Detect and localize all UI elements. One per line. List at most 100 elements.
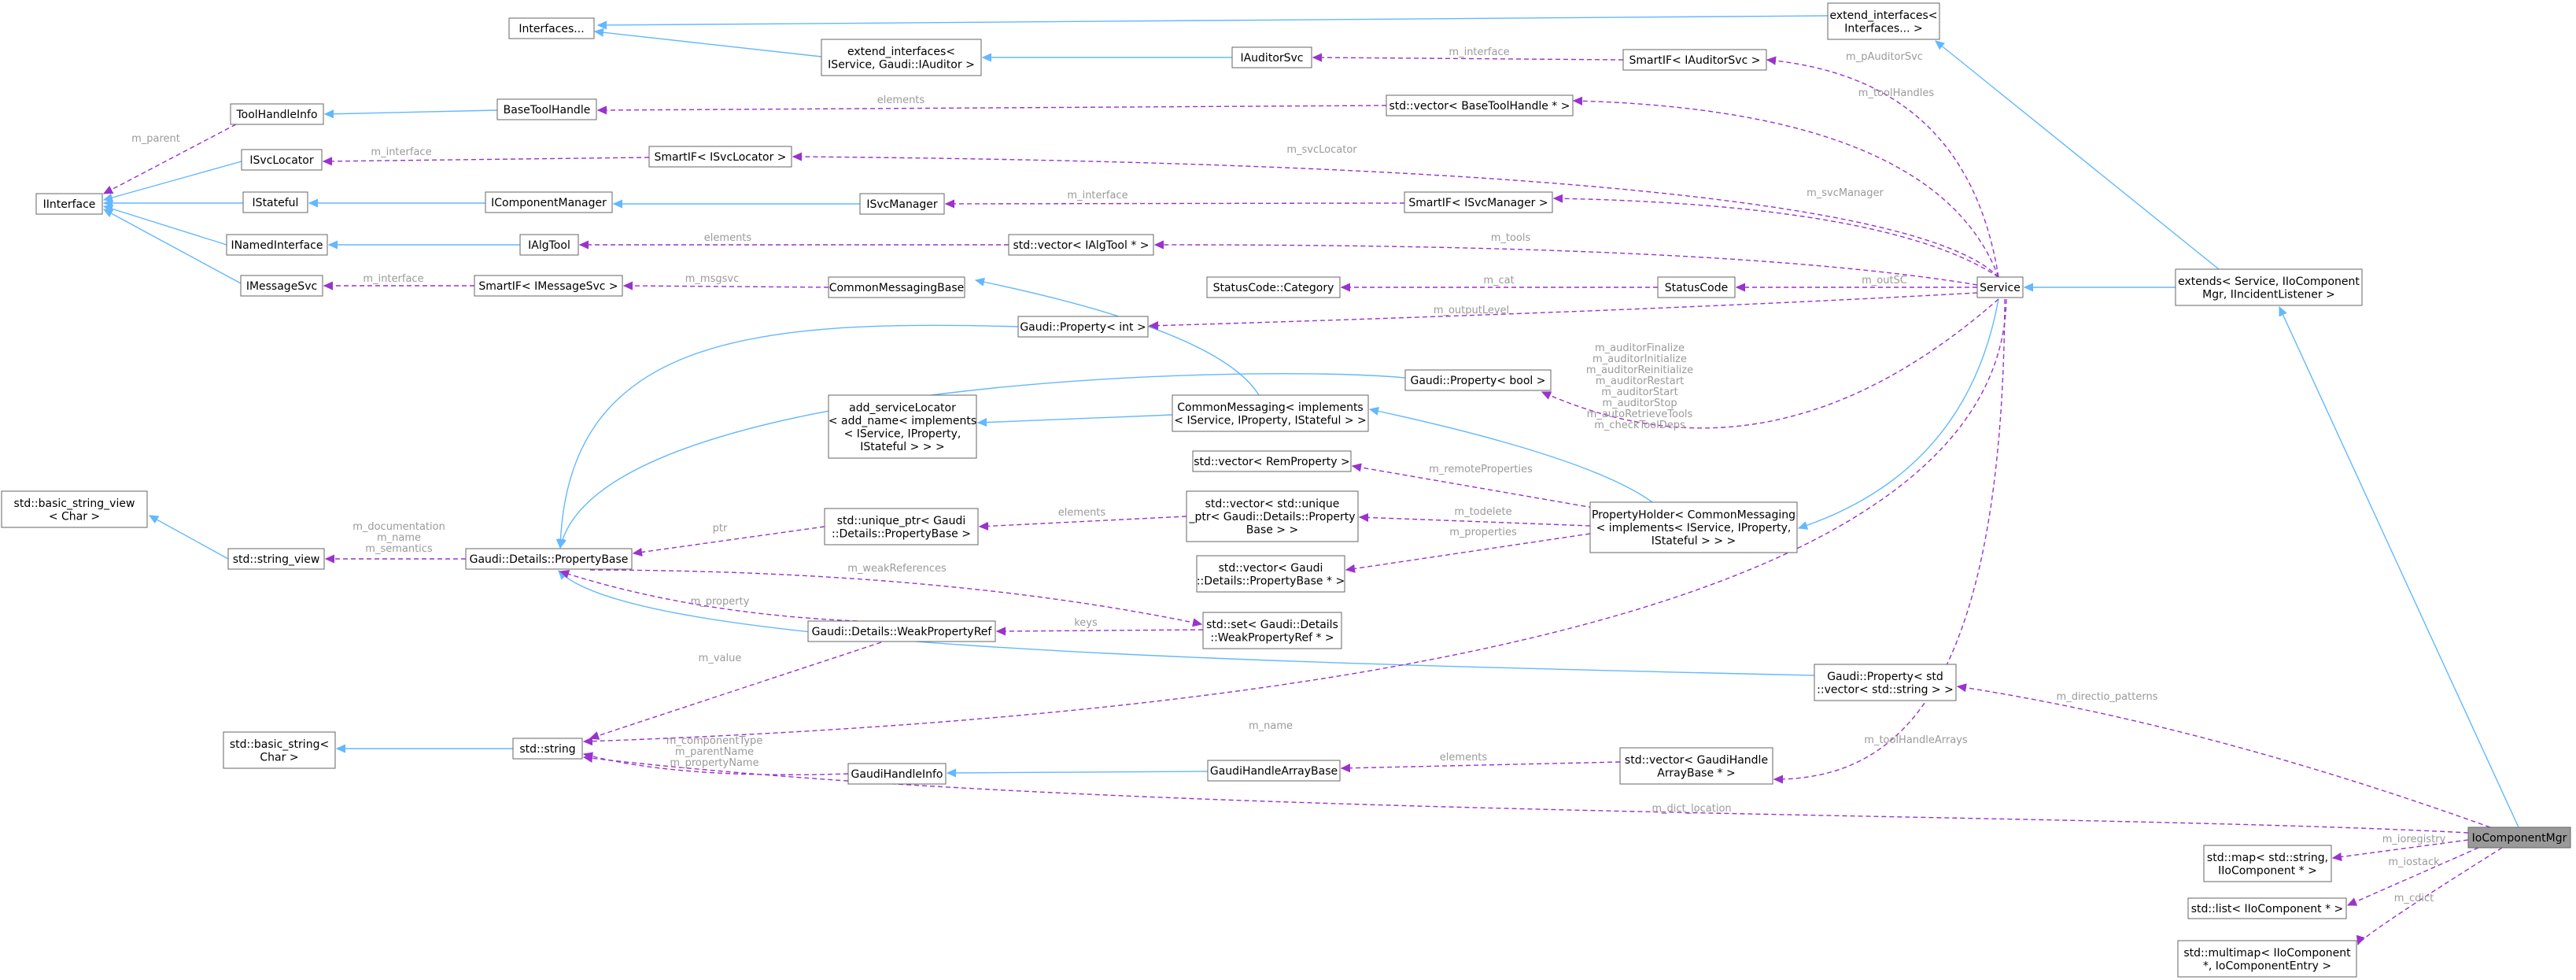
class-node-statuscode-category[interactable]: StatusCode::Category <box>1206 276 1341 298</box>
class-node-commonmessaging[interactable]: CommonMessaging< implements< IService, I… <box>1172 394 1369 432</box>
class-node-icomponentmanager[interactable]: IComponentManager <box>485 191 613 213</box>
class-node-iinterface[interactable]: IInterface <box>35 193 103 215</box>
class-node-toolhandleinfo[interactable]: ToolHandleInfo <box>230 103 324 125</box>
node-label: ::Details::PropertyBase > <box>832 527 971 540</box>
usage-edge-pb-up <box>633 526 825 553</box>
edge-label: m_interface <box>371 146 431 158</box>
class-node-propertyholder[interactable]: PropertyHolder< CommonMessaging< impleme… <box>1589 501 1798 553</box>
node-label: Interfaces... > <box>1844 22 1923 35</box>
node-label: std::string_view <box>233 553 320 566</box>
class-node-basic-string-view[interactable]: std::basic_string_view< Char > <box>1 490 148 528</box>
class-node-istateful[interactable]: IStateful <box>242 191 308 213</box>
node-box <box>807 620 996 642</box>
class-node-isvcmanager[interactable]: ISvcManager <box>859 193 945 215</box>
class-node-smartif-svcmanager[interactable]: SmartIF< ISvcManager > <box>1404 191 1553 213</box>
class-node-prop-int[interactable]: Gaudi::Property< int > <box>1017 316 1149 338</box>
usage-edge-list-mgr <box>2348 847 2479 905</box>
node-label: Service <box>1980 282 2021 294</box>
node-box <box>1017 316 1149 338</box>
class-node-unique-ptr[interactable]: std::unique_ptr< Gaudi::Details::Propert… <box>824 508 979 545</box>
edge-label: m_interface <box>363 273 423 285</box>
class-node-imessagesvc[interactable]: IMessageSvc <box>240 275 323 297</box>
inheritance-edge-iinterface-inamed <box>104 206 227 246</box>
class-node-vec-remproperty[interactable]: std::vector< RemProperty > <box>1192 450 1352 472</box>
node-label: ArrayBase * > <box>1657 767 1735 779</box>
edge-label: m_svcManager <box>1807 187 1884 199</box>
usage-edge-propbool-service <box>1542 298 1999 429</box>
class-node-gaudihandlearraybase[interactable]: GaudiHandleArrayBase <box>1207 760 1341 782</box>
edge-label: m_msgsvc <box>685 273 739 285</box>
class-node-inamedinterface[interactable]: INamedInterface <box>226 234 328 256</box>
usage-edge-isvcmgr-smart <box>946 203 1405 204</box>
class-node-extend-interfaces2[interactable]: extend_interfaces<IService, Gaudi::IAudi… <box>821 39 982 76</box>
class-node-map-iocomponent[interactable]: std::map< std::string,IIoComponent * > <box>2203 845 2332 882</box>
class-node-iauditorsvc[interactable]: IAuditorSvc <box>1231 46 1312 68</box>
node-label: Interfaces... <box>519 23 584 35</box>
class-node-vec-unique-ptr[interactable]: std::vector< std::unique_ptr< Gaudi::Det… <box>1186 490 1359 542</box>
class-node-ialgtool[interactable]: IAlgTool <box>519 234 579 256</box>
node-label: ::Details::PropertyBase * > <box>1197 575 1345 587</box>
node-box <box>1622 49 1767 71</box>
class-node-set-weakref[interactable]: std::set< Gaudi::Details::WeakPropertyRe… <box>1202 612 1342 649</box>
edge-label: m_dict_location <box>1652 803 1731 815</box>
class-node-interfaces[interactable]: Interfaces... <box>508 17 595 39</box>
class-node-smartif-svclocator[interactable]: SmartIF< ISvcLocator > <box>648 146 792 168</box>
class-node-isvclocator[interactable]: ISvcLocator <box>241 149 323 171</box>
class-node-vec-gaudihandlearray[interactable]: std::vector< GaudiHandleArrayBase * > <box>1619 747 1773 785</box>
node-label: std::vector< std::unique <box>1205 498 1340 511</box>
edge-label: m_value <box>699 653 742 664</box>
class-node-string[interactable]: std::string <box>512 738 583 760</box>
edge-label: m_iostack <box>2388 856 2440 868</box>
class-node-vec-propertybase-ptr[interactable]: std::vector< Gaudi::Details::PropertyBas… <box>1196 555 1345 593</box>
inheritance-edge-toolinfo-base <box>325 110 498 114</box>
class-node-ioComponentMgr[interactable]: IoComponentMgr <box>2467 827 2571 849</box>
node-box <box>847 763 947 785</box>
node-label: Gaudi::Property< std <box>1827 671 1943 683</box>
class-node-vec-ialgtool[interactable]: std::vector< IAlgTool * > <box>1008 234 1154 256</box>
usage-edge-mm-mgr <box>2358 847 2503 945</box>
class-node-prop-bool[interactable]: Gaudi::Property< bool > <box>1404 369 1552 391</box>
node-label: Gaudi::Property< int > <box>1020 321 1146 334</box>
edge-label: m_remoteProperties <box>1429 464 1533 475</box>
class-node-smartif-msgsvc[interactable]: SmartIF< IMessageSvc > <box>474 275 623 297</box>
usage-edge-wpr-set <box>997 630 1204 631</box>
edge-label: ptr <box>713 523 728 534</box>
usage-edge-up-vec <box>980 516 1187 527</box>
class-node-string-view[interactable]: std::string_view <box>227 548 325 570</box>
class-node-smartif-auditor[interactable]: SmartIF< IAuditorSvc > <box>1622 49 1767 71</box>
node-label: Gaudi::Details::WeakPropertyRef <box>812 626 993 638</box>
usage-edge-vecgh-service <box>1774 298 2006 779</box>
node-label: SmartIF< ISvcLocator > <box>654 151 786 164</box>
class-node-multimap-iocomponent[interactable]: std::multimap< IIoComponent*, IoComponen… <box>2177 940 2357 978</box>
inheritance-edge-interfaces-extint <box>598 15 1829 25</box>
class-node-extend-interfaces[interactable]: extend_interfaces<Interfaces... > <box>1827 2 1940 40</box>
class-node-weakpropertyref[interactable]: Gaudi::Details::WeakPropertyRef <box>807 620 996 642</box>
node-label: *, IoComponentEntry > <box>2203 960 2331 972</box>
class-node-gaudihandleinfo[interactable]: GaudiHandleInfo <box>847 763 947 785</box>
class-node-basic-string[interactable]: std::basic_string<Char > <box>223 731 336 769</box>
class-node-statuscode[interactable]: StatusCode <box>1657 276 1736 298</box>
edge-label: m_svcLocator <box>1286 144 1357 156</box>
node-box <box>223 731 336 769</box>
class-node-basetoolhandle[interactable]: BaseToolHandle <box>496 98 597 120</box>
node-label: Mgr, IIncidentListener > <box>2202 288 2335 301</box>
node-box <box>242 191 308 213</box>
class-node-add-servicelocator[interactable]: add_serviceLocator< add_name< implements… <box>828 394 977 459</box>
usage-edge-smartmsg-cmb <box>624 286 829 287</box>
node-label: GaudiHandleArrayBase <box>1210 765 1338 778</box>
node-label: IComponentManager <box>491 197 607 209</box>
node-label: ToolHandleInfo <box>235 109 317 121</box>
node-box <box>1827 2 1940 40</box>
class-node-commonmessagingbase[interactable]: CommonMessagingBase <box>828 276 965 298</box>
node-box <box>474 275 623 297</box>
class-node-vec-basetoolhandle[interactable]: std::vector< BaseToolHandle * > <box>1386 94 1574 116</box>
class-node-propertybase[interactable]: Gaudi::Details::PropertyBase <box>465 548 633 570</box>
class-node-list-iocomponent[interactable]: std::list< IIoComponent * > <box>2187 897 2347 919</box>
node-label: std::unique_ptr< Gaudi <box>837 515 966 527</box>
class-node-prop-vec-string[interactable]: Gaudi::Property< std::vector< std::strin… <box>1814 664 1957 701</box>
node-box <box>2175 268 2363 306</box>
class-node-service[interactable]: Service <box>1976 276 2024 298</box>
